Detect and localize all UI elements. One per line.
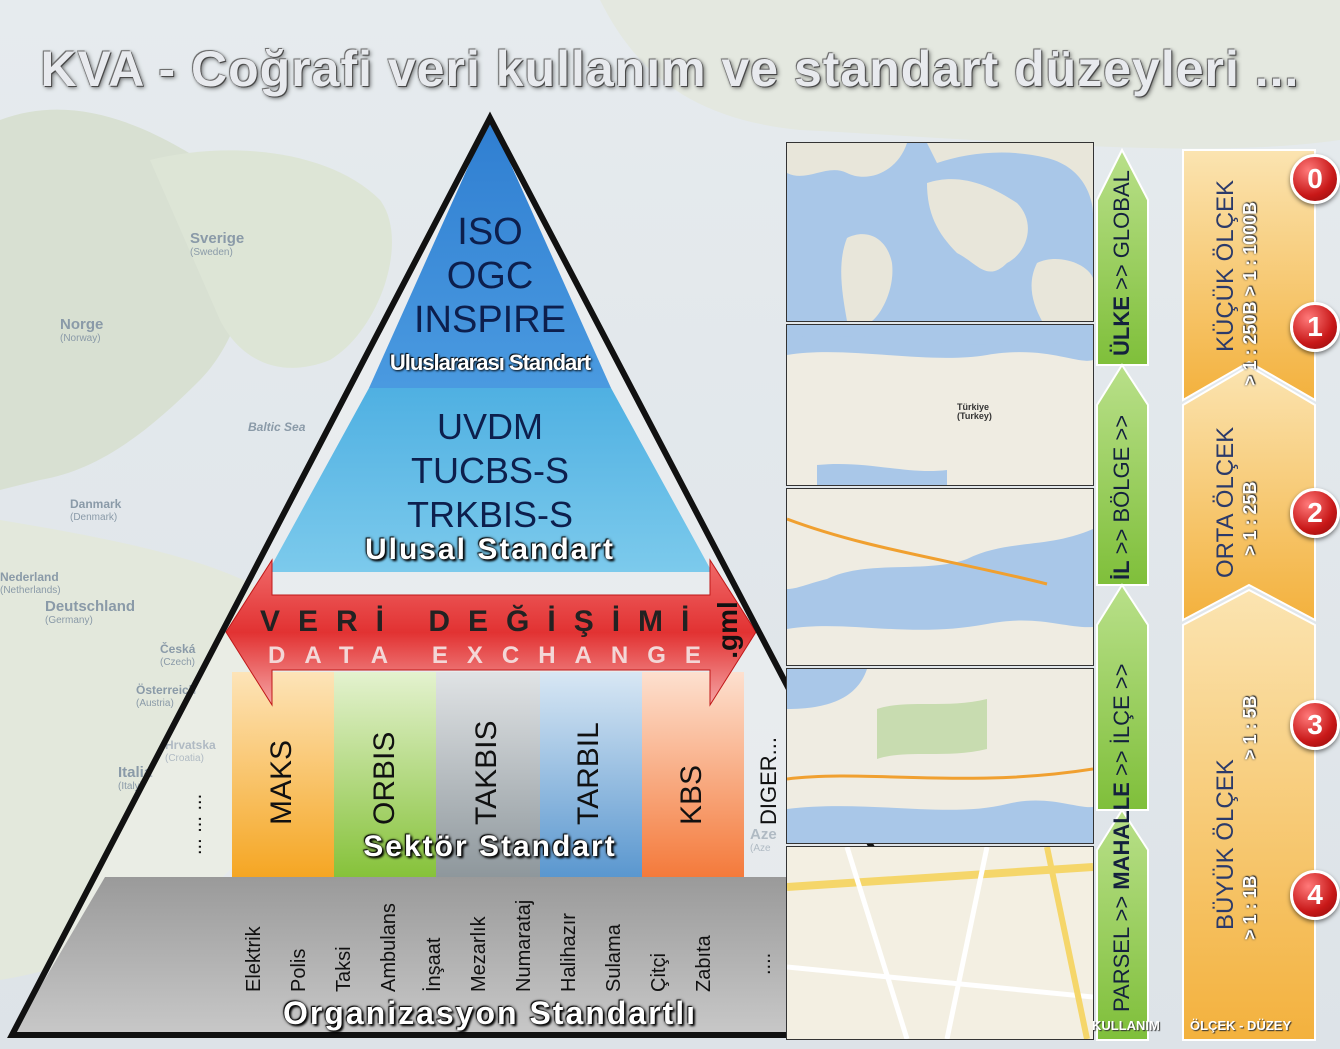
scale-large-range: > 1 : 1B xyxy=(1240,875,1260,940)
international-standard-label: Uluslararası Standart xyxy=(389,350,591,375)
org-item-citci: Çitçi xyxy=(648,953,670,992)
org-item-insaat: İnşaat xyxy=(423,937,445,992)
map-turkey: Türkiye(Turkey) xyxy=(786,324,1094,486)
level-badge-4: 4 xyxy=(1290,870,1340,920)
usage-level-country-global: ÜLKE >> GLOBAL xyxy=(1109,170,1134,356)
national-standards-list: UVDM TUCBS-S TRKBIS-S xyxy=(340,405,640,537)
level-badge-2: 2 xyxy=(1290,488,1340,538)
standard-ogc: OGC xyxy=(446,255,534,297)
sector-left-dots: ... ... ... xyxy=(184,793,206,855)
sector-takbis: TAKBIS xyxy=(470,720,503,825)
sector-orbis: ORBIS xyxy=(368,731,401,825)
org-item-more: .... xyxy=(753,952,775,975)
standard-trkbis: TRKBIS-S xyxy=(406,494,574,535)
map-street xyxy=(786,846,1094,1040)
usage-footer-label: KULLANIM xyxy=(1092,1018,1160,1033)
standard-uvdm: UVDM xyxy=(437,406,543,447)
org-item-zabita: Zabıta xyxy=(693,935,715,992)
scale-small-range: > 1 : 250B > 1 : 1000B xyxy=(1240,201,1260,386)
map-label-azerbaijan: Aze(Aze xyxy=(750,826,777,854)
sector-standard-label: Sektör Standart xyxy=(363,830,617,863)
level-badge-3: 3 xyxy=(1290,700,1340,750)
org-item-taksi: Taksi xyxy=(333,946,355,992)
org-item-halihazir: Halihazır xyxy=(558,913,580,992)
map-label-sweden: Sverige(Sweden) xyxy=(190,230,245,258)
sector-other: DIGER... xyxy=(756,736,781,825)
org-item-elektrik: Elektrik xyxy=(243,926,265,992)
map-label-czech: Česká(Czech) xyxy=(160,642,196,668)
international-standards-list: ISO OGC INSPIRE xyxy=(380,210,600,342)
org-item-mezarlik: Mezarlık xyxy=(468,916,490,992)
usage-level-province-region: İL >> BÖLGE >> xyxy=(1109,414,1134,580)
scale-large-label: BÜYÜK ÖLÇEK xyxy=(1212,759,1239,930)
map-world xyxy=(786,142,1094,322)
sector-kbs: KBS xyxy=(675,764,708,825)
map-label-norway: Norge(Norway) xyxy=(60,316,104,344)
map-istanbul xyxy=(786,668,1094,844)
usage-level-parcel-district: PARSEL >> MAHALLE >> İLÇE >> xyxy=(1109,663,1134,1012)
map-label-denmark: Danmark(Denmark) xyxy=(70,497,122,523)
level-badge-1: 1 xyxy=(1290,302,1340,352)
org-item-sulama: Sulama xyxy=(603,924,625,992)
standard-inspire: INSPIRE xyxy=(413,299,567,341)
level-badge-0: 0 xyxy=(1290,154,1340,204)
page-title: KVA - Coğrafi veri kullanım ve standart … xyxy=(40,41,1300,97)
map-label-netherlands: Nederland(Netherlands) xyxy=(0,570,61,596)
map-label-baltic: Baltic Sea xyxy=(248,420,306,434)
standard-tucbs: TUCBS-S xyxy=(410,450,569,491)
data-exchange-title-en: DATA EXCHANGE xyxy=(268,642,720,669)
data-exchange-title-tr: VERİ DEĞİŞİMİ xyxy=(260,605,708,638)
scale-large-range-2: > 1 : 5B xyxy=(1240,695,1260,760)
org-item-numarataj: Numarataj xyxy=(513,899,535,992)
map-label-austria: Österreich(Austria) xyxy=(136,683,197,709)
map-label-croatia: Hrvatska(Croatia) xyxy=(165,738,216,764)
map-label-germany: Deutschland(Germany) xyxy=(45,598,136,626)
scale-small-label: KÜÇÜK ÖLÇEK xyxy=(1212,179,1239,352)
scale-footer-label: ÖLÇEK - DÜZEY xyxy=(1190,1018,1292,1033)
org-item-ambulans: Ambulans xyxy=(378,903,400,992)
gml-format-label: .gml xyxy=(712,601,743,659)
map-label-turkey: Türkiye(Turkey) xyxy=(957,402,992,421)
sector-tarbil: TARBIL xyxy=(572,722,605,825)
national-standard-label: Ulusal Standart xyxy=(364,533,616,566)
sector-maks: MAKS xyxy=(265,739,298,825)
org-item-polis: Polis xyxy=(288,948,310,992)
map-marmara xyxy=(786,488,1094,666)
organization-standard-label: Organizasyon Standartlı xyxy=(282,995,698,1031)
scale-medium-range: > 1 : 25B xyxy=(1240,481,1260,556)
scale-medium-label: ORTA ÖLÇEK xyxy=(1212,426,1239,578)
standard-iso: ISO xyxy=(457,211,523,253)
